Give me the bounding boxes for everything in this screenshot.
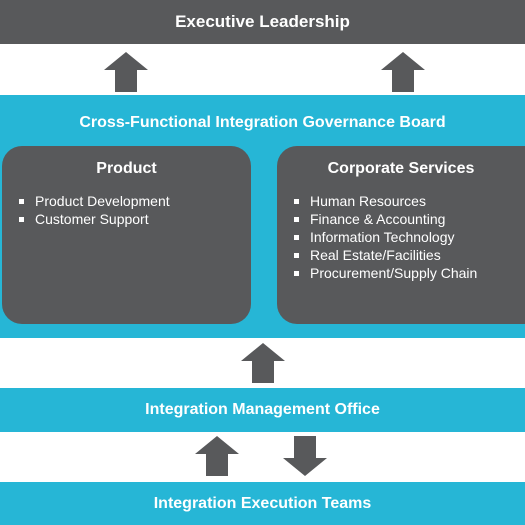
bullet-icon: [19, 216, 24, 222]
bullet-icon: [19, 198, 24, 204]
integration-execution-teams-label: Integration Execution Teams: [153, 494, 372, 512]
executive-leadership-label: Executive Leadership: [175, 12, 350, 31]
list-item: Procurement/Supply Chain: [294, 264, 525, 282]
arrow-up-icon: [104, 52, 148, 92]
list-item: Customer Support: [19, 210, 251, 228]
list-item: Human Resources: [294, 192, 525, 210]
arrow-down-icon: [283, 436, 327, 476]
arrow-up-icon: [241, 343, 285, 383]
bullet-icon: [294, 234, 299, 240]
product-panel-title: Product: [96, 160, 157, 177]
bullet-icon: [294, 270, 299, 276]
integration-management-office-label: Integration Management Office: [145, 401, 380, 418]
list-item: Information Technology: [294, 228, 525, 246]
governance-board-title: Cross-Functional Integration Governance …: [79, 114, 446, 131]
list-item: Finance & Accounting: [294, 210, 525, 228]
executive-leadership-box: Executive Leadership: [0, 0, 525, 44]
list-item: Real Estate/Facilities: [294, 246, 525, 264]
bullet-icon: [294, 198, 299, 204]
arrow-up-icon: [381, 52, 425, 92]
product-panel: Product Product Development Customer Sup…: [2, 146, 251, 324]
bullet-icon: [294, 216, 299, 222]
integration-execution-teams-box: Integration Execution Teams: [0, 482, 525, 525]
product-list: Product Development Customer Support: [2, 192, 251, 228]
governance-board-box: Cross-Functional Integration Governance …: [0, 95, 525, 338]
corporate-services-list: Human Resources Finance & Accounting Inf…: [277, 192, 525, 282]
integration-management-office-box: Integration Management Office: [0, 388, 525, 432]
arrow-up-icon: [195, 436, 239, 476]
list-item: Product Development: [19, 192, 251, 210]
corporate-services-panel-title: Corporate Services: [327, 160, 475, 177]
corporate-services-panel: Corporate Services Human Resources Finan…: [277, 146, 525, 324]
bullet-icon: [294, 252, 299, 258]
